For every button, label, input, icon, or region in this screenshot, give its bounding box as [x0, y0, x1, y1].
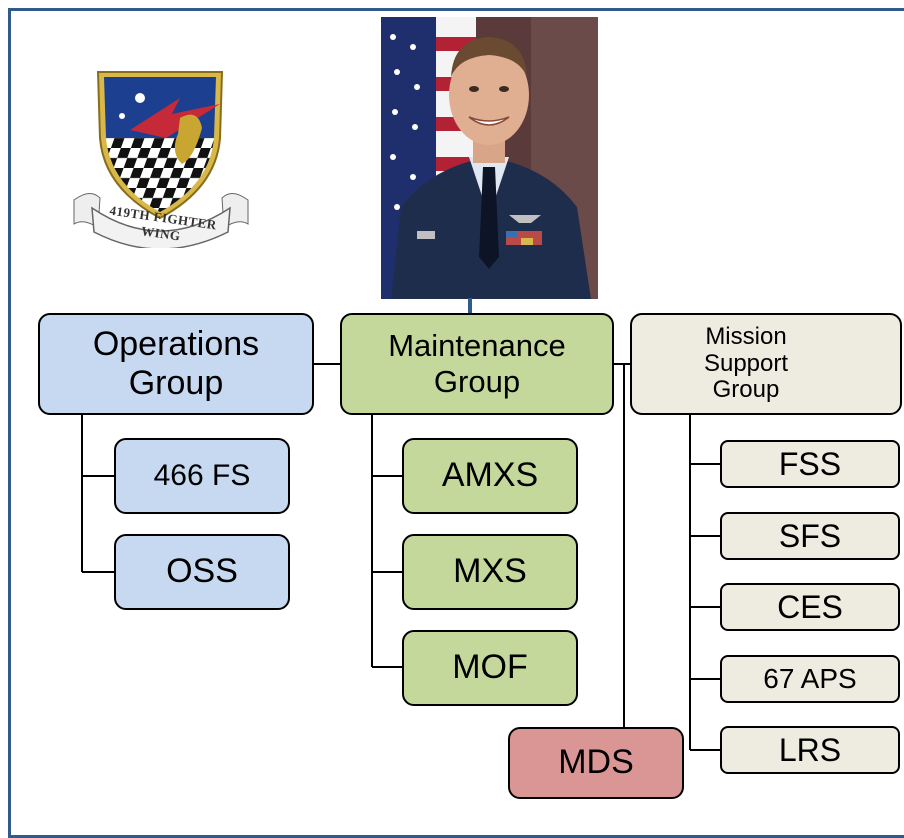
mission-support-group-box: Mission Support Group: [630, 313, 902, 415]
unit-amxs-label: AMXS: [441, 456, 539, 495]
unit-oss-label: OSS: [166, 552, 238, 591]
unit-mxs-box: MXS: [402, 534, 578, 610]
unit-sfs-box: SFS: [720, 512, 900, 560]
unit-67aps-box: 67 APS: [720, 655, 900, 703]
unit-mds-box: MDS: [508, 727, 684, 799]
unit-lrs-box: LRS: [720, 726, 900, 774]
unit-ces-box: CES: [720, 583, 900, 631]
unit-mof-box: MOF: [402, 630, 578, 706]
unit-fss-label: FSS: [778, 445, 842, 482]
unit-oss-box: OSS: [114, 534, 290, 610]
mission-support-group-line3: Group: [712, 376, 780, 404]
commander-portrait: [381, 17, 598, 299]
unit-67aps-label: 67 APS: [763, 662, 857, 694]
operations-group-box: Operations Group: [38, 313, 314, 415]
wing-shield-icon: [73, 71, 249, 248]
unit-mof-label: MOF: [452, 648, 528, 687]
maintenance-group-line2: Group: [433, 364, 521, 399]
operations-group-line2: Group: [128, 364, 224, 402]
unit-466fs-label: 466 FS: [153, 458, 251, 492]
unit-466fs-box: 466 FS: [114, 438, 290, 514]
unit-sfs-label: SFS: [778, 517, 842, 554]
unit-amxs-box: AMXS: [402, 438, 578, 514]
commander-portrait-icon: [381, 17, 598, 299]
maintenance-group-box: Maintenance Group: [340, 313, 614, 415]
unit-ces-label: CES: [777, 588, 843, 625]
maintenance-group-line1: Maintenance: [388, 328, 566, 364]
unit-mds-label: MDS: [558, 743, 634, 782]
unit-fss-box: FSS: [720, 440, 900, 488]
unit-lrs-label: LRS: [778, 731, 842, 768]
unit-mxs-label: MXS: [453, 552, 527, 591]
mission-support-group-line2: Support: [703, 349, 789, 377]
connector-lines: [81, 298, 722, 751]
mission-support-group-line1: Mission: [705, 323, 787, 351]
operations-group-line1: Operations: [92, 324, 260, 363]
